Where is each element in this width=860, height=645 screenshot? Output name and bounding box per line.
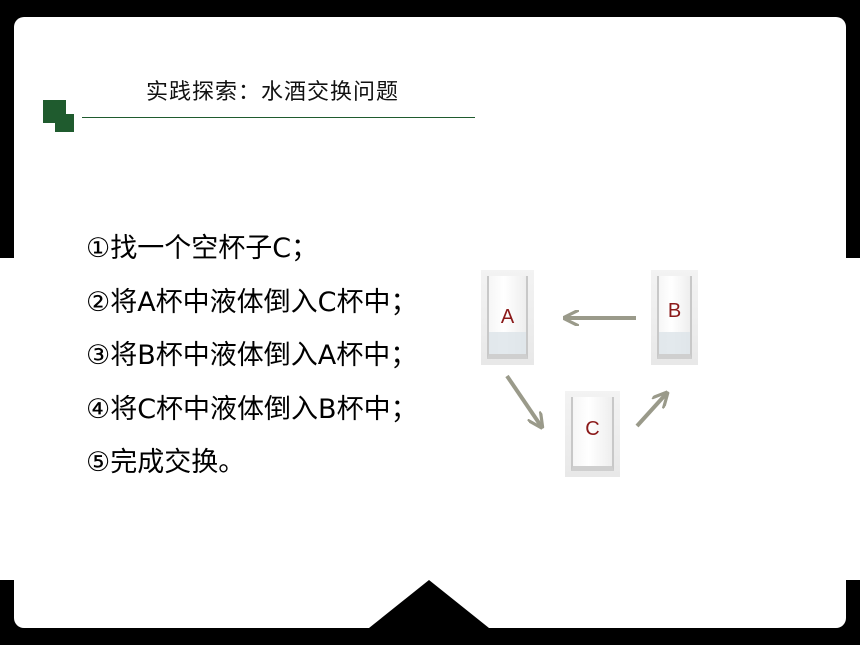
glass-a-liquid <box>489 332 526 354</box>
bottom-notch <box>369 580 489 628</box>
glass-a-body <box>487 276 528 359</box>
step-list: ①找一个空杯子C； ②将A杯中液体倒入C杯中； ③将B杯中液体倒入A杯中； ④将… <box>86 222 418 490</box>
glass-b: B <box>651 270 698 365</box>
slide-title: 实践探索：水酒交换问题 <box>146 80 400 105</box>
glass-b-body <box>657 276 692 359</box>
glass-a: A <box>481 270 534 365</box>
glass-c-label: C <box>585 418 600 440</box>
title-underline <box>82 117 475 118</box>
step-item: ④将C杯中液体倒入B杯中； <box>86 393 418 425</box>
slide-card <box>14 17 846 628</box>
glass-b-liquid <box>659 332 690 354</box>
glass-c: C <box>565 391 620 477</box>
step-item: ③将B杯中液体倒入A杯中； <box>86 340 418 371</box>
step-item: ⑤完成交换。 <box>86 447 246 478</box>
glass-a-label: A <box>500 306 515 328</box>
step-item: ①找一个空杯子C； <box>86 233 319 264</box>
title-accent-square-small <box>55 114 74 132</box>
glass-c-body <box>571 397 614 471</box>
glass-b-label: B <box>667 300 682 322</box>
step-item: ②将A杯中液体倒入C杯中； <box>86 286 418 318</box>
